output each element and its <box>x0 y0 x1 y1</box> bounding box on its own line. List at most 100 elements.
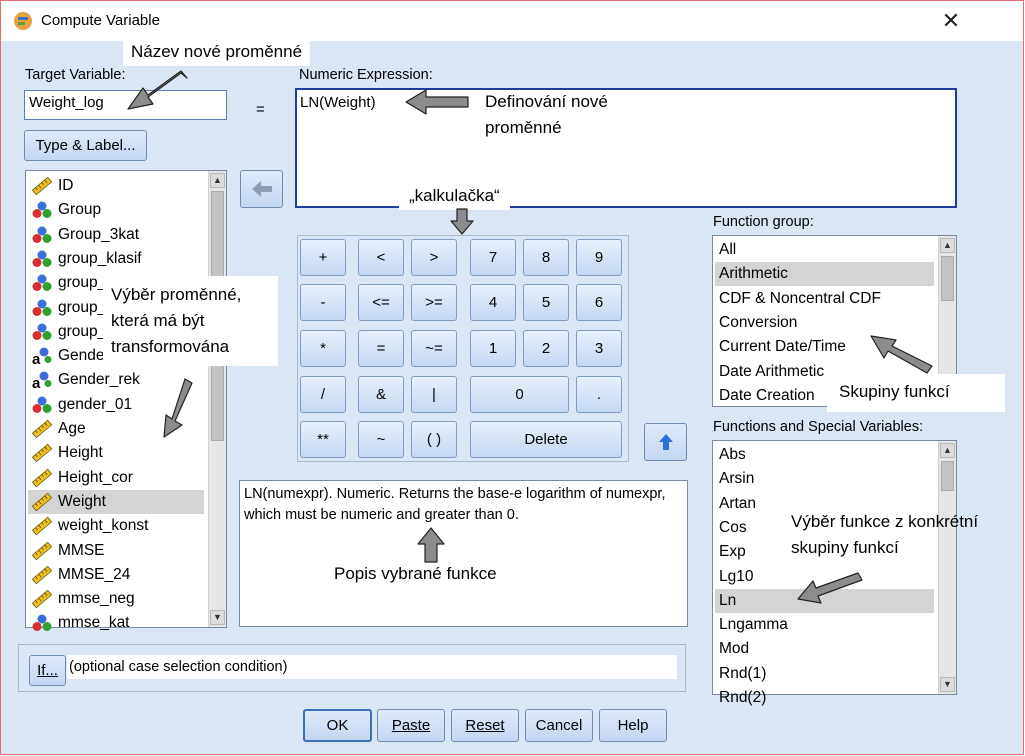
key-decimal[interactable]: . <box>576 376 622 413</box>
variable-row[interactable]: group_ <box>28 296 204 320</box>
function-group-item[interactable]: Conversion <box>719 313 798 331</box>
nominal-icon <box>32 226 52 244</box>
function-item[interactable]: Abs <box>719 446 746 463</box>
function-item[interactable]: Lngamma <box>719 616 788 634</box>
variable-row[interactable]: ID <box>28 174 204 198</box>
reset-button[interactable]: Reset <box>451 709 519 742</box>
variable-row[interactable]: Height <box>28 441 204 465</box>
target-variable-input[interactable]: Weight_log <box>24 90 227 120</box>
function-item[interactable]: Lg10 <box>719 567 754 585</box>
variable-row[interactable]: Group <box>28 198 204 222</box>
key-plus[interactable]: + <box>300 239 346 276</box>
key-minus[interactable]: - <box>300 284 346 321</box>
type-and-label-button[interactable]: Type & Label... <box>24 130 147 161</box>
key-or[interactable]: | <box>411 376 457 413</box>
key-delete[interactable]: Delete <box>470 421 622 458</box>
function-item[interactable]: Exp <box>719 543 746 561</box>
scale-ruler-icon <box>31 516 53 536</box>
function-item[interactable]: Rnd(2) <box>719 689 767 706</box>
function-group-item[interactable]: Arithmetic <box>715 262 934 287</box>
key-parentheses[interactable]: ( ) <box>411 421 457 458</box>
key-1[interactable]: 1 <box>470 330 516 367</box>
variable-name: Height_cor <box>58 468 133 486</box>
key-greater-than[interactable]: > <box>411 239 457 276</box>
variable-row[interactable]: group_ <box>28 271 204 295</box>
key-less-equal[interactable]: <= <box>358 284 404 321</box>
key-6[interactable]: 6 <box>576 284 622 321</box>
scroll-thumb[interactable] <box>941 461 954 491</box>
variable-row[interactable]: Weight <box>28 489 204 514</box>
variable-name: weight_konst <box>58 517 149 535</box>
function-group-item[interactable]: Date Creation <box>719 386 815 404</box>
scroll-up-icon[interactable]: ▲ <box>940 238 955 253</box>
function-group-item[interactable]: CDF & Noncentral CDF <box>719 289 881 307</box>
cancel-button[interactable]: Cancel <box>525 709 593 742</box>
scroll-down-icon[interactable]: ▼ <box>940 677 955 692</box>
variable-name: ID <box>58 177 74 194</box>
function-item[interactable]: Arsin <box>719 470 755 488</box>
arrow-to-function <box>797 572 863 604</box>
key-not[interactable]: ~ <box>358 421 404 458</box>
variable-row[interactable]: group_klasif <box>28 247 204 271</box>
variable-name: Group <box>58 201 102 219</box>
variable-name: Weight <box>58 492 106 510</box>
scroll-thumb[interactable] <box>941 256 954 301</box>
variable-row[interactable]: mmse_kat <box>28 611 204 635</box>
variable-row[interactable]: Group_3kat <box>28 223 204 247</box>
key-less-than[interactable]: < <box>358 239 404 276</box>
function-item[interactable]: Mod <box>719 640 750 658</box>
variable-row[interactable]: MMSE_24 <box>28 563 204 587</box>
key-and[interactable]: & <box>358 376 404 413</box>
key-7[interactable]: 7 <box>470 239 516 276</box>
function-group-item[interactable]: All <box>719 241 737 258</box>
callout-select-function-line2: skupiny funkcí <box>791 538 899 557</box>
key-5[interactable]: 5 <box>523 284 569 321</box>
function-group-list[interactable]: Date Creation Date Arithmetic Current Date… <box>712 235 957 407</box>
scale-ruler-icon <box>31 468 53 487</box>
scroll-down-icon[interactable]: ▼ <box>210 610 225 625</box>
if-button[interactable]: If... <box>29 655 66 686</box>
variable-row[interactable]: mmse_neg <box>28 587 204 611</box>
paste-button[interactable]: Paste <box>377 709 445 742</box>
key-equals[interactable]: = <box>358 330 404 367</box>
function-item[interactable]: Cos <box>719 518 747 536</box>
key-9[interactable]: 9 <box>576 239 622 276</box>
variable-row[interactable]: Age <box>28 417 204 441</box>
function-group-item[interactable]: Date Arithmetic <box>719 362 825 380</box>
scroll-up-icon[interactable]: ▲ <box>940 443 955 458</box>
variable-row[interactable]: weight_konst <box>28 514 204 538</box>
move-to-expression-button[interactable] <box>240 170 283 208</box>
key-power[interactable]: ** <box>300 421 346 458</box>
key-greater-equal[interactable]: >= <box>411 284 457 321</box>
nominal-icon <box>32 396 52 414</box>
nominal-icon <box>32 274 52 292</box>
functions-scrollbar[interactable]: ▲ ▼ <box>938 441 956 694</box>
key-0[interactable]: 0 <box>470 376 569 413</box>
help-button[interactable]: Help <box>599 709 667 742</box>
function-group-item[interactable]: Current Date/Time <box>719 338 846 356</box>
key-4[interactable]: 4 <box>470 284 516 321</box>
key-divide[interactable]: / <box>300 376 346 413</box>
variable-name: Height <box>58 444 103 462</box>
variable-row[interactable]: group_ <box>28 320 204 344</box>
string-nominal-icon: a <box>32 371 52 392</box>
key-not-equal[interactable]: ~= <box>411 330 457 367</box>
insert-function-button[interactable] <box>644 423 687 461</box>
variable-row[interactable]: Height_cor <box>28 466 204 490</box>
close-icon[interactable]: ✕ <box>941 8 961 33</box>
ok-button[interactable]: OK <box>303 709 372 742</box>
key-multiply[interactable]: * <box>300 330 346 367</box>
key-8[interactable]: 8 <box>523 239 569 276</box>
arrow-to-expression <box>405 89 469 115</box>
variable-row[interactable]: MMSE <box>28 539 204 563</box>
scroll-up-icon[interactable]: ▲ <box>210 173 225 188</box>
function-item[interactable]: Artan <box>719 494 757 512</box>
function-item[interactable]: Rnd(1) <box>719 664 767 682</box>
key-2[interactable]: 2 <box>523 330 569 367</box>
key-3[interactable]: 3 <box>576 330 622 367</box>
variable-row[interactable]: gender_01 <box>28 393 204 417</box>
